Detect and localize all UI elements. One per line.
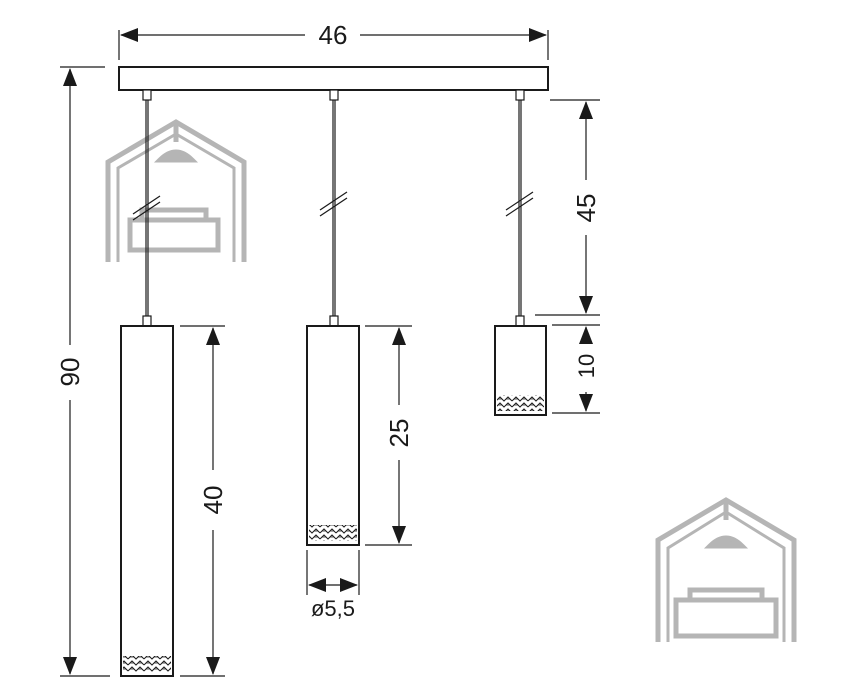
woven-band-pattern: [497, 395, 544, 411]
diameter-dimension: ø5,5: [306, 550, 360, 621]
short-shade-label: 10: [574, 354, 599, 378]
long-shade-dimension: 40: [180, 325, 228, 677]
woven-band-pattern: [123, 656, 171, 672]
medium-shade-label: 25: [384, 419, 414, 448]
diameter-label: ø5,5: [311, 596, 355, 621]
cable-length-label: 45: [571, 194, 601, 223]
width-label: 46: [319, 20, 348, 50]
pendant-cables: [132, 89, 534, 327]
width-dimension: 46: [118, 20, 549, 60]
long-shade-label: 40: [198, 486, 228, 515]
short-pendant-shade: [494, 325, 547, 416]
medium-pendant-shade: [306, 325, 360, 546]
long-pendant-shade: [120, 325, 174, 677]
cable-length-dimension: 45: [535, 99, 601, 316]
short-shade-dimension: 10: [552, 324, 600, 414]
total-height-label: 90: [55, 358, 85, 387]
watermark-logo-bottom: [655, 497, 797, 642]
woven-band-pattern: [309, 525, 357, 541]
ceiling-bar: [118, 66, 549, 91]
medium-shade-dimension: 25: [365, 325, 414, 546]
total-height-dimension: 90: [55, 66, 110, 677]
watermark-logo-top: [105, 119, 247, 262]
